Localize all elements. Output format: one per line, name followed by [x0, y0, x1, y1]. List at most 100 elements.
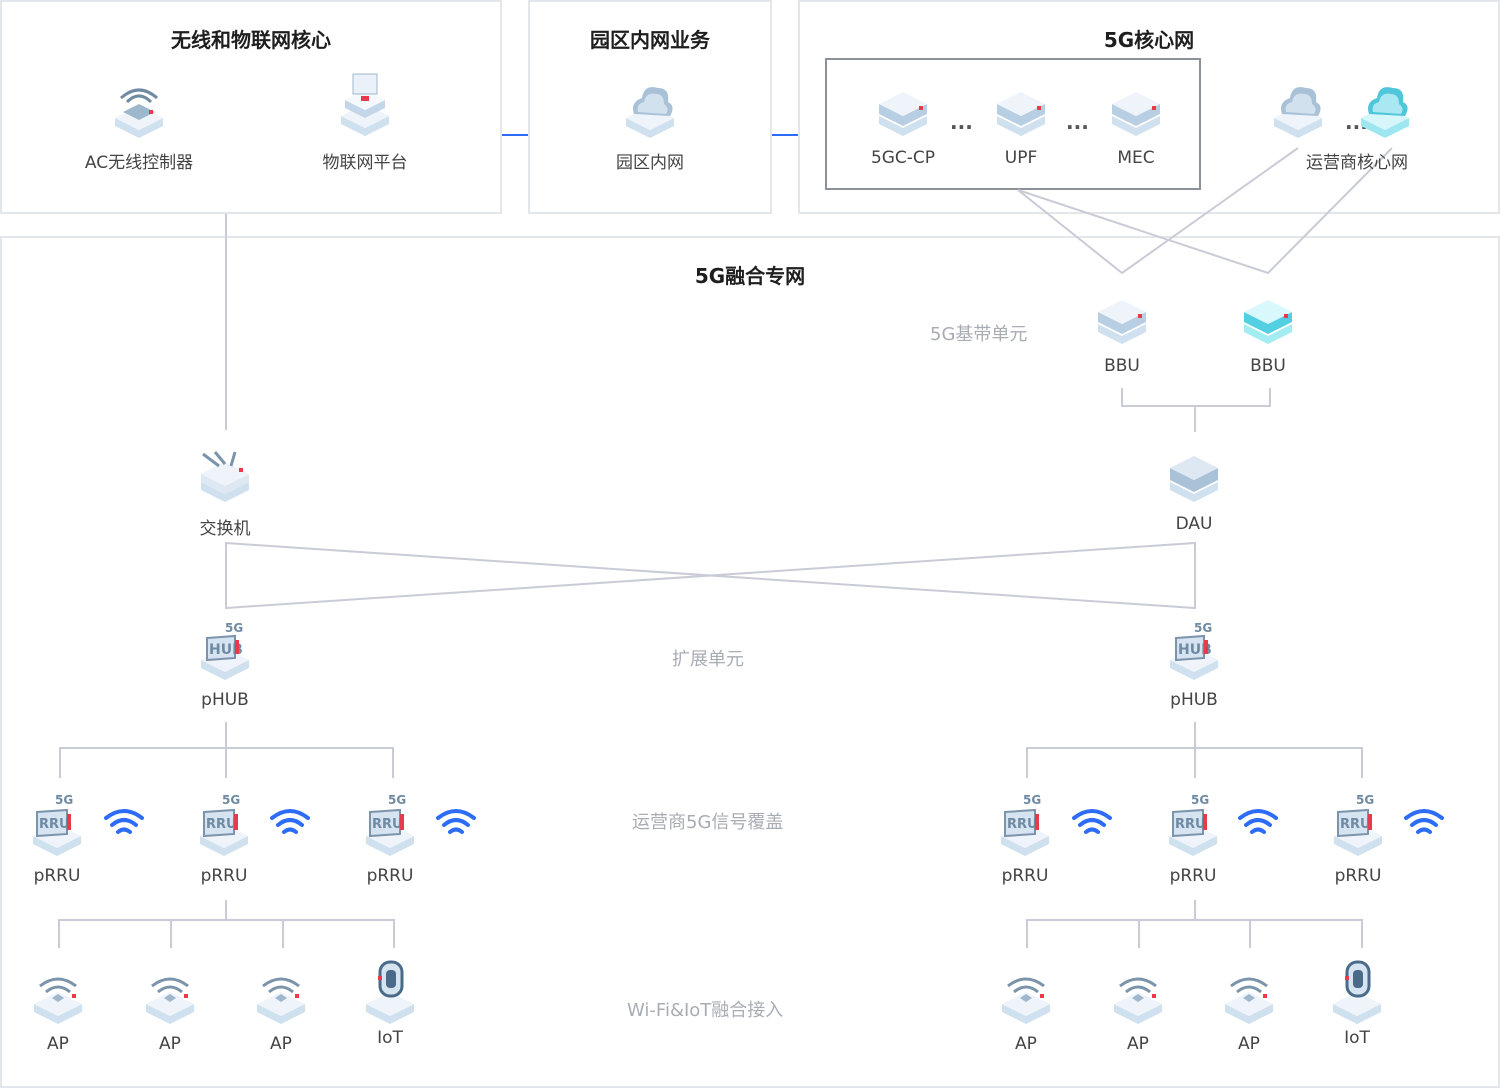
ellipsis: ...	[950, 110, 973, 134]
cloud-icon	[626, 87, 674, 138]
server-icon	[1112, 92, 1160, 136]
node-label: pRRU	[33, 866, 81, 886]
svg-text:5G: 5G	[225, 621, 243, 635]
rru-icon: RRU 5G	[33, 793, 81, 856]
wireless-iot-core-panel: 无线和物联网核心	[0, 0, 502, 214]
wifi-signal-icon	[1402, 806, 1446, 844]
campus-intranet-node[interactable]: 园区内网	[590, 76, 710, 173]
wifi-signal-icon	[1070, 806, 1114, 844]
ap-icon	[34, 977, 82, 1024]
node-label: 运营商核心网	[1306, 153, 1408, 173]
node-label: 5GC-CP	[870, 148, 936, 168]
ap-icon	[257, 977, 305, 1024]
svg-text:HUB: HUB	[1178, 642, 1212, 658]
server-icon	[341, 73, 389, 136]
wifi-signal-icon	[1236, 806, 1280, 844]
svg-text:5G: 5G	[388, 793, 406, 807]
prru-node[interactable]: RRU 5G pRRU	[0, 786, 117, 886]
iot-platform-node[interactable]: 物联网平台	[305, 70, 425, 173]
node-label: pRRU	[1334, 866, 1382, 886]
switch-node[interactable]: 交换机	[165, 446, 285, 539]
core-function-group	[825, 58, 1201, 190]
iot-icon	[366, 960, 414, 1024]
svg-text:RRU: RRU	[372, 817, 403, 832]
layer-label-extension: 扩展单元	[672, 649, 744, 670]
operator-cloud-node[interactable]	[1238, 76, 1358, 140]
server-icon	[1098, 300, 1146, 344]
svg-text:RRU: RRU	[39, 817, 70, 832]
wifi-signal-icon	[268, 806, 312, 844]
prru-node[interactable]: RRU 5G pRRU	[330, 786, 450, 886]
5gc-cp-node[interactable]: 5GC-CP	[843, 82, 963, 168]
ellipsis: ...	[1066, 110, 1089, 134]
ap-node[interactable]: AP	[110, 964, 230, 1054]
node-label: AP	[159, 1034, 181, 1054]
bbu-node[interactable]: BBU	[1062, 290, 1182, 376]
panel-title: 园区内网业务	[590, 28, 710, 52]
iot-icon	[1333, 960, 1381, 1024]
server-icon	[879, 92, 927, 136]
ap-node[interactable]: AP	[1078, 964, 1198, 1054]
node-label: AC无线控制器	[84, 153, 194, 173]
wifi-signal-icon	[102, 806, 146, 844]
prru-node[interactable]: RRU 5G pRRU	[1298, 786, 1418, 886]
rru-icon: RRU 5G	[1001, 793, 1049, 856]
dau-node[interactable]: DAU	[1134, 446, 1254, 534]
svg-text:5G: 5G	[1023, 793, 1041, 807]
iot-node[interactable]: IoT	[1297, 956, 1417, 1048]
ap-icon	[1225, 977, 1273, 1024]
node-label: AP	[1238, 1034, 1260, 1054]
panel-title: 无线和物联网核心	[171, 28, 331, 52]
ap-node[interactable]: AP	[0, 964, 118, 1054]
node-label: pRRU	[366, 866, 414, 886]
operator-core-node[interactable]: 运营商核心网	[1297, 76, 1417, 173]
svg-text:RRU: RRU	[1340, 817, 1371, 832]
phub-node[interactable]: HUB 5G pHUB	[1134, 616, 1254, 710]
server-icon	[1244, 300, 1292, 344]
ac-controller-node[interactable]: AC无线控制器	[79, 78, 199, 173]
node-label: BBU	[1104, 356, 1140, 376]
node-label: pHUB	[1170, 690, 1218, 710]
node-label: BBU	[1250, 356, 1286, 376]
node-label: 物联网平台	[322, 153, 408, 173]
svg-text:HUB: HUB	[209, 642, 243, 658]
rru-icon: RRU 5G	[1334, 793, 1382, 856]
bbu-node[interactable]: BBU	[1208, 290, 1328, 376]
node-label: UPF	[1004, 148, 1038, 168]
node-label: pHUB	[201, 690, 249, 710]
node-label: AP	[47, 1034, 69, 1054]
ap-icon	[1002, 977, 1050, 1024]
phub-node[interactable]: HUB 5G pHUB	[165, 616, 285, 710]
svg-text:5G: 5G	[55, 793, 73, 807]
5g-private-network-panel: 5G融合专网	[0, 236, 1500, 1088]
mec-node[interactable]: MEC	[1076, 82, 1196, 168]
prru-node[interactable]: RRU 5G pRRU	[965, 786, 1085, 886]
cloud-icon	[1274, 87, 1322, 138]
server-icon	[997, 92, 1045, 136]
ap-node[interactable]: AP	[966, 964, 1086, 1054]
layer-label-coverage: 运营商5G信号覆盖	[632, 812, 784, 833]
hub-icon: HUB 5G	[1170, 621, 1218, 680]
rru-icon: RRU 5G	[1169, 793, 1217, 856]
svg-text:5G: 5G	[222, 793, 240, 807]
node-label: pRRU	[200, 866, 248, 886]
ap-node[interactable]: AP	[221, 964, 341, 1054]
node-label: MEC	[1117, 148, 1155, 168]
svg-text:RRU: RRU	[1007, 817, 1038, 832]
upf-node[interactable]: UPF	[961, 82, 1081, 168]
layer-label-access: Wi-Fi&IoT融合接入	[627, 1000, 784, 1021]
node-label: AP	[270, 1034, 292, 1054]
svg-text:RRU: RRU	[206, 817, 237, 832]
iot-node[interactable]: IoT	[330, 956, 450, 1048]
ap-node[interactable]: AP	[1189, 964, 1309, 1054]
box-icon	[1170, 456, 1218, 502]
router-icon	[115, 88, 163, 138]
hub-icon: HUB 5G	[201, 621, 249, 680]
node-label: IoT	[1344, 1028, 1370, 1048]
node-label: pRRU	[1001, 866, 1049, 886]
prru-node[interactable]: RRU 5G pRRU	[164, 786, 284, 886]
rru-icon: RRU 5G	[366, 793, 414, 856]
node-label: 园区内网	[616, 153, 684, 173]
prru-node[interactable]: RRU 5G pRRU	[1133, 786, 1253, 886]
